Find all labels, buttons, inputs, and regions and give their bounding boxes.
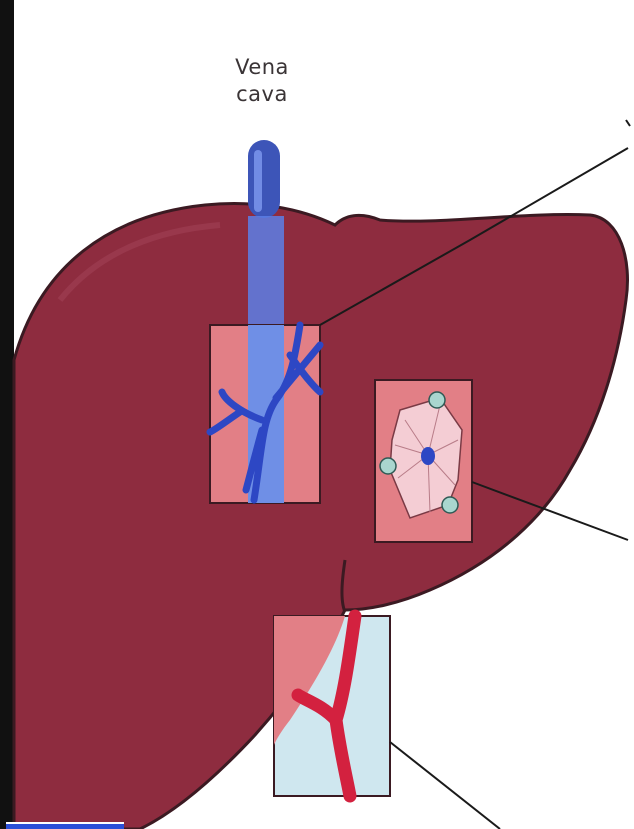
leader-line-artery: [390, 742, 500, 829]
vena-cava-highlight: [254, 150, 262, 212]
hepatic-artery-inset: [274, 616, 390, 796]
leader-line-tick-top: [626, 120, 630, 126]
vena-cava-label-line2: cava: [212, 81, 312, 108]
vena-cava-label: Vena cava: [212, 54, 312, 108]
vena-cava-tube: [248, 140, 280, 218]
vena-cava-label-line1: Vena: [212, 54, 312, 81]
hepatic-lobule-inset: [375, 380, 472, 542]
hepatic-vein-inset: [210, 325, 320, 503]
bottom-blue-tab: [6, 822, 124, 829]
